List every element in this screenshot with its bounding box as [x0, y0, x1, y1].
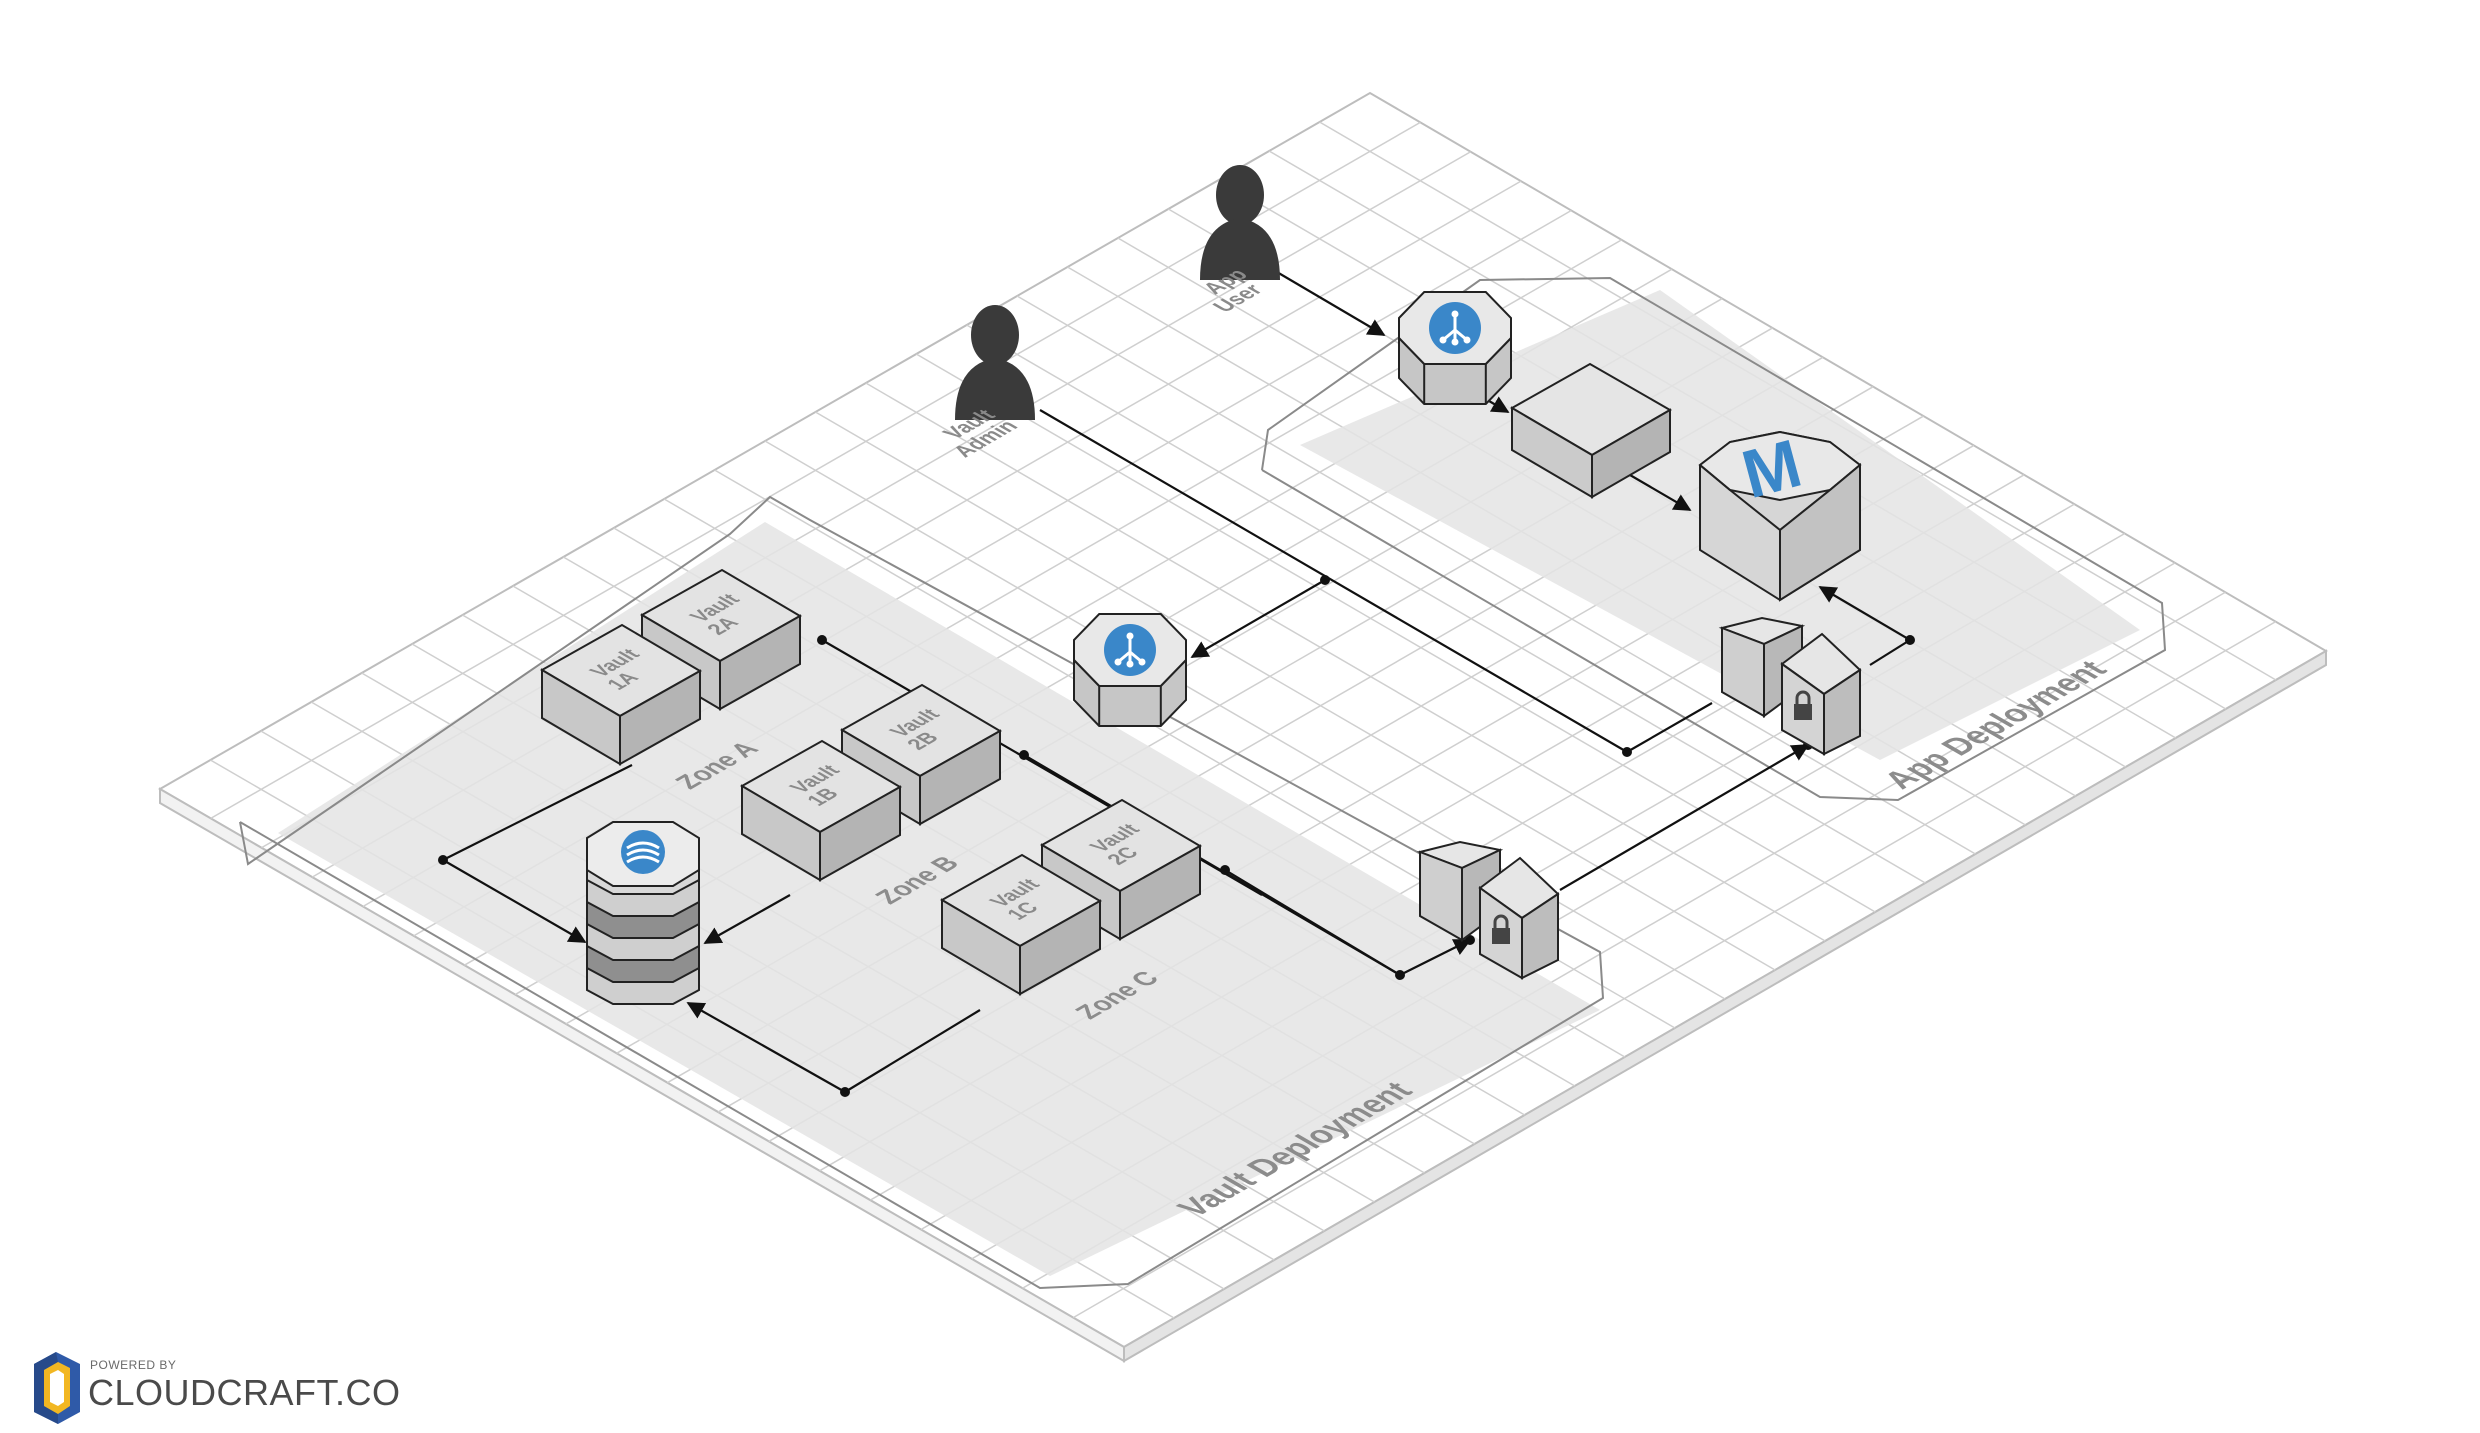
app-server[interactable] — [1509, 362, 1673, 499]
cloudcraft-branding[interactable]: POWERED BY CLOUDCRAFT.CO — [30, 1350, 400, 1430]
cloudcraft-logo-icon — [34, 1352, 80, 1424]
database-icon — [621, 830, 665, 874]
vault-vpn-gateway[interactable] — [1416, 840, 1560, 980]
vault-load-balancer[interactable] — [1073, 613, 1187, 727]
junction-dots — [438, 575, 1915, 1097]
lock-icon — [1794, 690, 1812, 720]
database-stack[interactable] — [586, 821, 700, 1005]
load-balancer-icon — [1429, 302, 1481, 354]
load-balancer-icon — [1104, 624, 1156, 676]
person-icon — [1200, 165, 1280, 280]
app-load-balancer[interactable] — [1398, 291, 1512, 405]
lock-icon — [1492, 914, 1510, 944]
app-vpn-gateway[interactable] — [1718, 616, 1862, 756]
vpn-gateway-lock-block — [1478, 856, 1560, 980]
person-icon — [955, 305, 1035, 420]
powered-by-text: POWERED BY — [90, 1358, 177, 1372]
connection-lines — [442, 254, 1911, 1093]
brand-name: CLOUDCRAFT.CO — [88, 1372, 401, 1413]
m-service[interactable]: M — [1698, 425, 1862, 602]
vault-servers: Vault2AVault1AVault2BVault1BVault2CVault… — [539, 568, 1203, 996]
